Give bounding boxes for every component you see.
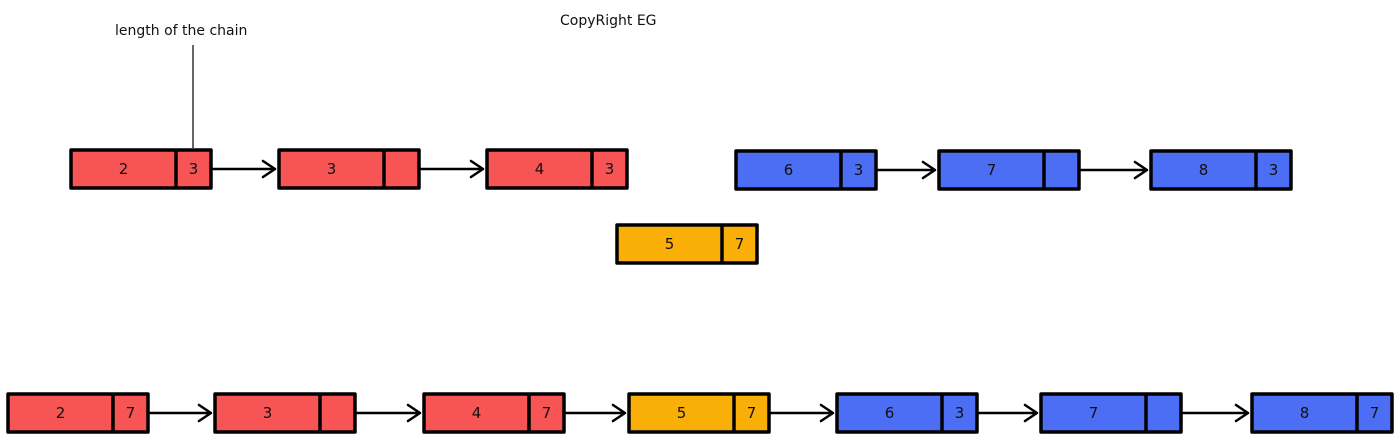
- chain-node: 7: [937, 149, 1081, 191]
- node-length: 7: [542, 404, 552, 422]
- node-length: 3: [605, 160, 615, 178]
- node-body: [213, 392, 357, 434]
- node-value: 2: [56, 404, 66, 422]
- node-body: [422, 392, 566, 434]
- node-value: 5: [665, 235, 675, 253]
- annotation: length of the chain: [115, 23, 247, 148]
- node-value: 7: [987, 161, 997, 179]
- chain-arrow: [975, 403, 1039, 423]
- node-body: [1149, 149, 1293, 191]
- chain-node: 3: [213, 392, 357, 434]
- node-value: 3: [327, 160, 337, 178]
- node-value: 5: [677, 404, 687, 422]
- copyright-text: CopyRight EG: [560, 13, 657, 29]
- node-value: 8: [1199, 161, 1209, 179]
- chain-arrow: [353, 403, 422, 423]
- node-body: [615, 223, 759, 265]
- chain-arrow: [417, 159, 485, 179]
- node-value: 6: [784, 161, 794, 179]
- node-body: [1039, 392, 1183, 434]
- node-body: [835, 392, 979, 434]
- node-value: 3: [263, 404, 273, 422]
- node-length: 7: [126, 404, 136, 422]
- node-value: 4: [535, 160, 545, 178]
- chain-arrow: [874, 160, 937, 180]
- chain-arrow: [1179, 403, 1250, 423]
- node-value: 7: [1089, 404, 1099, 422]
- chain-arrow: [146, 403, 213, 423]
- chain-arrow: [1077, 160, 1149, 180]
- node-length: 7: [1370, 404, 1380, 422]
- chain-arrow: [562, 403, 627, 423]
- chain-arrow: [209, 159, 277, 179]
- node-length: 3: [955, 404, 965, 422]
- annotation-label: length of the chain: [115, 23, 247, 39]
- node-value: 4: [472, 404, 482, 422]
- node-value: 6: [885, 404, 895, 422]
- node-body: [485, 148, 629, 190]
- chain-node: 3: [277, 148, 421, 190]
- node-length: 3: [854, 161, 864, 179]
- node-length: 7: [747, 404, 757, 422]
- node-body: [6, 392, 150, 434]
- chain-node: 7: [1039, 392, 1183, 434]
- node-length: 3: [1269, 161, 1279, 179]
- node-body: [734, 149, 878, 191]
- node-length: 3: [189, 160, 199, 178]
- node-body: [277, 148, 421, 190]
- chain-arrow: [767, 403, 835, 423]
- node-length: 7: [735, 235, 745, 253]
- node-value: 2: [119, 160, 129, 178]
- node-value: 8: [1300, 404, 1310, 422]
- node-body: [937, 149, 1081, 191]
- node-body: [1250, 392, 1394, 434]
